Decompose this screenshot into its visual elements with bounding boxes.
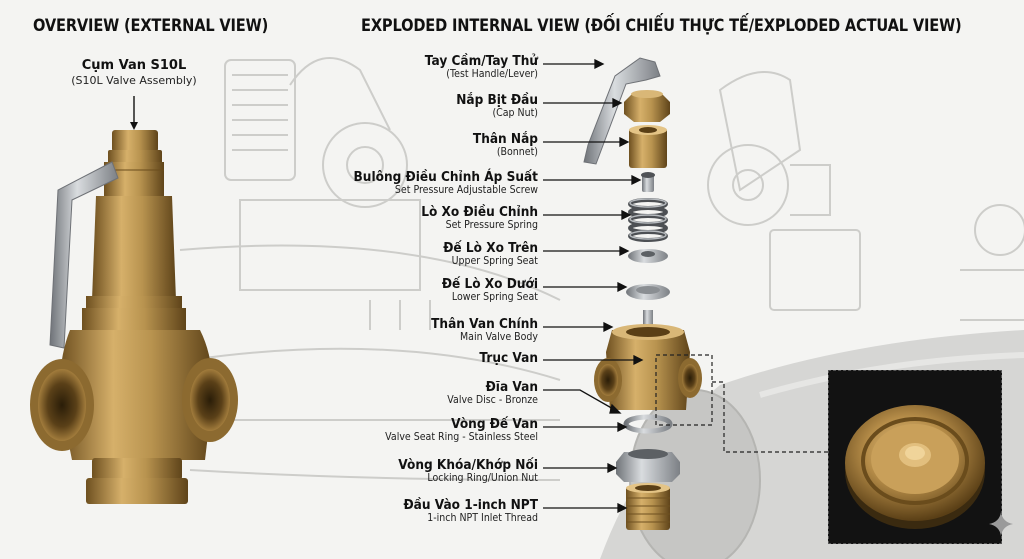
- overview-heading: OVERVIEW (EXTERNAL VIEW): [33, 16, 269, 36]
- assembly-name: Cụm Van S10L: [81, 58, 187, 73]
- valve-disc-closeup: [828, 370, 1002, 544]
- exploded-view-heading: EXPLODED INTERNAL VIEW (ĐỐI CHIẾU THỰC T…: [361, 16, 962, 36]
- part-label-valve-stem: Trục Van: [479, 350, 538, 366]
- valve-disc-closeup-art: [829, 371, 1001, 543]
- exploded-parts: [583, 57, 702, 530]
- part-label-test-handle: Tay Cầm/Tay Thử(Test Handle/Lever): [424, 53, 538, 81]
- assembled-valve: [30, 96, 238, 504]
- part-label-bonnet: Thân Nắp(Bonnet): [472, 131, 538, 159]
- part-label-cap-nut: Nắp Bịt Đầu(Cap Nut): [456, 92, 538, 120]
- leader-lines: [543, 58, 644, 514]
- assembly-name-english: (S10L Valve Assembly): [71, 74, 197, 87]
- sparkle-icon: [989, 512, 1013, 536]
- detail-callout: [655, 354, 828, 453]
- assembly-label: Cụm Van S10L (S10L Valve Assembly): [64, 58, 204, 87]
